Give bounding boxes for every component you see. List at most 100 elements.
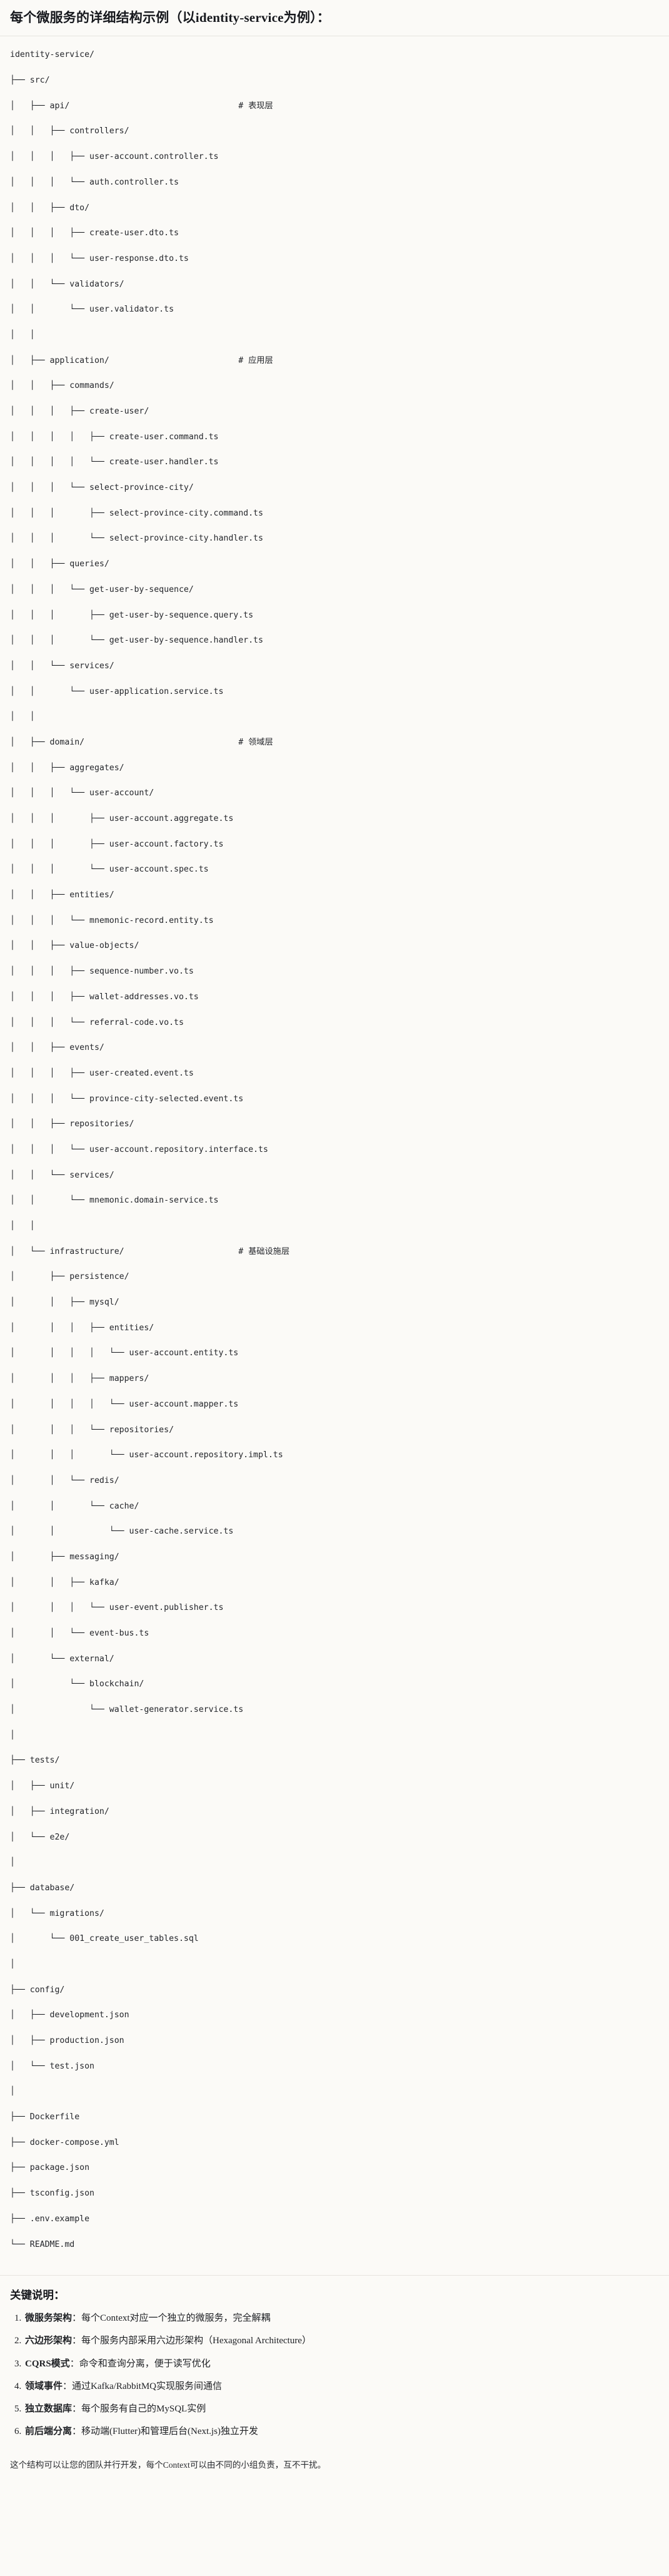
- tree-row: │ │ │ │ └── user-account.entity.ts: [10, 1348, 239, 1358]
- tree-row: ├── docker-compose.yml: [10, 2137, 119, 2147]
- tree-row: │ │ ├── dto/: [10, 203, 90, 213]
- tree-row: ├── Dockerfile: [10, 2112, 80, 2122]
- tree-row: │ │ │ └── user-response.dto.ts: [10, 253, 189, 263]
- tree-row: ├── package.json: [10, 2163, 90, 2173]
- directory-tree: identity-service/ ├── src/ │ ├── api/ # …: [10, 49, 659, 2264]
- note-item: 领域事件：通过Kafka/RabbitMQ实现服务间通信: [24, 2380, 659, 2394]
- tree-row: │ │ │ └── province-city-selected.event.t…: [10, 1094, 244, 1104]
- tree-row: │ │ │ ├── entities/: [10, 1323, 154, 1333]
- closing-paragraph: 这个结构可以让您的团队并行开发，每个Context可以由不同的小组负责，互不干扰…: [10, 2460, 326, 2470]
- tree-row: │ │ │ ├── mappers/: [10, 1374, 149, 1384]
- tree-row: │ ├── api/ # 表现层: [10, 100, 659, 113]
- tree-row: │ │ ├── events/: [10, 1043, 104, 1053]
- tree-row: │ │ │ │ └── create-user.handler.ts: [10, 457, 219, 467]
- page-title: 每个微服务的详细结构示例（以identity-service为例）：: [10, 10, 330, 25]
- tree-row: ├── database/: [10, 1883, 75, 1893]
- tree-row: │ │ └── user-cache.service.ts: [10, 1527, 234, 1537]
- tree-row: │ │ │ └── referral-code.vo.ts: [10, 1017, 184, 1027]
- tree-row: │ └── e2e/: [10, 1832, 70, 1842]
- note-term: 前后端分离: [25, 2426, 73, 2437]
- tree-row: │ │ │ ├── get-user-by-sequence.query.ts: [10, 610, 254, 620]
- tree-row: │ │ │ └── get-user-by-sequence/: [10, 584, 194, 594]
- tree-row: │ │ │ └── user-account.repository.impl.t…: [10, 1450, 283, 1460]
- tree-row: │ │ └── services/: [10, 1170, 114, 1180]
- tree-row: │: [10, 1858, 15, 1868]
- tree-row: │: [10, 1959, 15, 1969]
- tree-row: │ │ │ │ ├── create-user.command.ts: [10, 432, 219, 442]
- tree-row: │ │ │ ├── user-account.factory.ts: [10, 839, 224, 849]
- tree-row: │ ├── domain/ # 领域层: [10, 736, 659, 749]
- tree-row: │ │ │ └── mnemonic-record.entity.ts: [10, 915, 214, 925]
- tree-row: │ │ │ └── select-province-city.handler.t…: [10, 534, 263, 544]
- note-item: 微服务架构：每个Context对应一个独立的微服务，完全解耦: [24, 2311, 659, 2326]
- tree-row: │ │ │ └── user-event.publisher.ts: [10, 1603, 224, 1613]
- tree-row: │ │ └── event-bus.ts: [10, 1629, 149, 1639]
- tree-row-comment: # 应用层: [238, 355, 273, 365]
- tree-row: │ │ │ ├── sequence-number.vo.ts: [10, 967, 194, 977]
- tree-row: │ └── wallet-generator.service.ts: [10, 1705, 244, 1715]
- note-desc: ：每个服务有自己的MySQL实例: [72, 2404, 206, 2415]
- tree-row: │ │ ├── controllers/: [10, 126, 129, 136]
- tree-row: │ │ ├── aggregates/: [10, 763, 124, 773]
- tree-row: │ │ ├── kafka/: [10, 1577, 119, 1587]
- tree-row: │ │: [10, 712, 35, 722]
- key-notes-block: 关键说明： 微服务架构：每个Context对应一个独立的微服务，完全解耦六边形架…: [0, 2276, 669, 2454]
- tree-row-comment: # 领域层: [238, 737, 273, 747]
- note-desc: ：通过Kafka/RabbitMQ实现服务间通信: [63, 2381, 222, 2391]
- tree-row: │ │ │ ├── user-account.controller.ts: [10, 152, 219, 162]
- tree-row: │ └── test.json: [10, 2061, 94, 2071]
- tree-row: │ │ │ ├── user-account.aggregate.ts: [10, 814, 234, 824]
- tree-row: │ ├── development.json: [10, 2010, 129, 2020]
- tree-row: │ │ ├── mysql/: [10, 1298, 119, 1308]
- tree-row: │ └── external/: [10, 1654, 114, 1664]
- tree-row: │ ├── integration/: [10, 1806, 109, 1816]
- tree-row: │ │: [10, 1221, 35, 1231]
- note-desc: ：命令和查询分离，便于读写优化: [69, 2358, 211, 2369]
- tree-row: │ │ ├── value-objects/: [10, 941, 139, 951]
- tree-row: │ │ │ ├── user-created.event.ts: [10, 1068, 194, 1078]
- note-term: 微服务架构: [25, 2313, 73, 2324]
- tree-row: │ │ └── cache/: [10, 1501, 139, 1511]
- tree-row: │ ├── unit/: [10, 1781, 75, 1791]
- tree-row: │ ├── production.json: [10, 2036, 124, 2046]
- tree-row: │ │ └── user-application.service.ts: [10, 686, 224, 696]
- tree-row: │ │ ├── repositories/: [10, 1119, 134, 1129]
- note-term: CQRS模式: [25, 2358, 70, 2369]
- tree-row-path: │ └── infrastructure/: [10, 1246, 239, 1256]
- tree-row-path: │ ├── api/: [10, 101, 239, 111]
- tree-row: │ ├── persistence/: [10, 1272, 129, 1282]
- tree-row: │ │ └── services/: [10, 661, 114, 671]
- note-term: 领域事件: [25, 2381, 63, 2391]
- tree-row-path: │ ├── application/: [10, 355, 239, 365]
- tree-row: │ │ │ │ └── user-account.mapper.ts: [10, 1399, 239, 1409]
- document-page: 每个微服务的详细结构示例（以identity-service为例）： ident…: [0, 0, 669, 2482]
- tree-row: │ │ └── mnemonic.domain-service.ts: [10, 1196, 219, 1206]
- tree-row: │ ├── messaging/: [10, 1552, 119, 1562]
- notes-list: 微服务架构：每个Context对应一个独立的微服务，完全解耦六边形架构：每个服务…: [10, 2311, 659, 2440]
- tree-row: ├── tsconfig.json: [10, 2189, 94, 2199]
- note-item: 六边形架构：每个服务内部采用六边形架构（Hexagonal Architectu…: [24, 2334, 659, 2348]
- tree-row-comment: # 表现层: [238, 101, 273, 111]
- tree-row: │ │ ├── queries/: [10, 559, 109, 569]
- tree-row: │ │ │ ├── wallet-addresses.vo.ts: [10, 992, 199, 1002]
- tree-row: │ │ ├── entities/: [10, 890, 114, 900]
- tree-row: identity-service/: [10, 50, 94, 60]
- note-item: 前后端分离：移动端(Flutter)和管理后台(Next.js)独立开发: [24, 2425, 659, 2439]
- tree-row: │ │: [10, 330, 35, 340]
- tree-row: │ │ │ └── user-account/: [10, 788, 154, 798]
- note-item: 独立数据库：每个服务有自己的MySQL实例: [24, 2402, 659, 2416]
- tree-row: │: [10, 1730, 15, 1740]
- tree-row: │ │ │ └── get-user-by-sequence.handler.t…: [10, 636, 263, 646]
- note-desc: ：每个Context对应一个独立的微服务，完全解耦: [72, 2313, 271, 2324]
- note-term: 独立数据库: [25, 2404, 73, 2415]
- tree-row: ├── .env.example: [10, 2214, 90, 2224]
- tree-row: │ │ │ └── user-account.repository.interf…: [10, 1144, 268, 1154]
- tree-row: │ │ │ └── repositories/: [10, 1425, 174, 1435]
- divider-bottom: [0, 2275, 669, 2276]
- tree-row: │ │ ├── commands/: [10, 381, 114, 391]
- notes-title: 关键说明：: [10, 2289, 65, 2302]
- tree-row: │ │ │ └── auth.controller.ts: [10, 177, 179, 187]
- directory-tree-block: identity-service/ ├── src/ │ ├── api/ # …: [0, 36, 669, 2275]
- tree-row-path: │ ├── domain/: [10, 737, 239, 747]
- tree-row: │ │ │ ├── select-province-city.command.t…: [10, 508, 263, 518]
